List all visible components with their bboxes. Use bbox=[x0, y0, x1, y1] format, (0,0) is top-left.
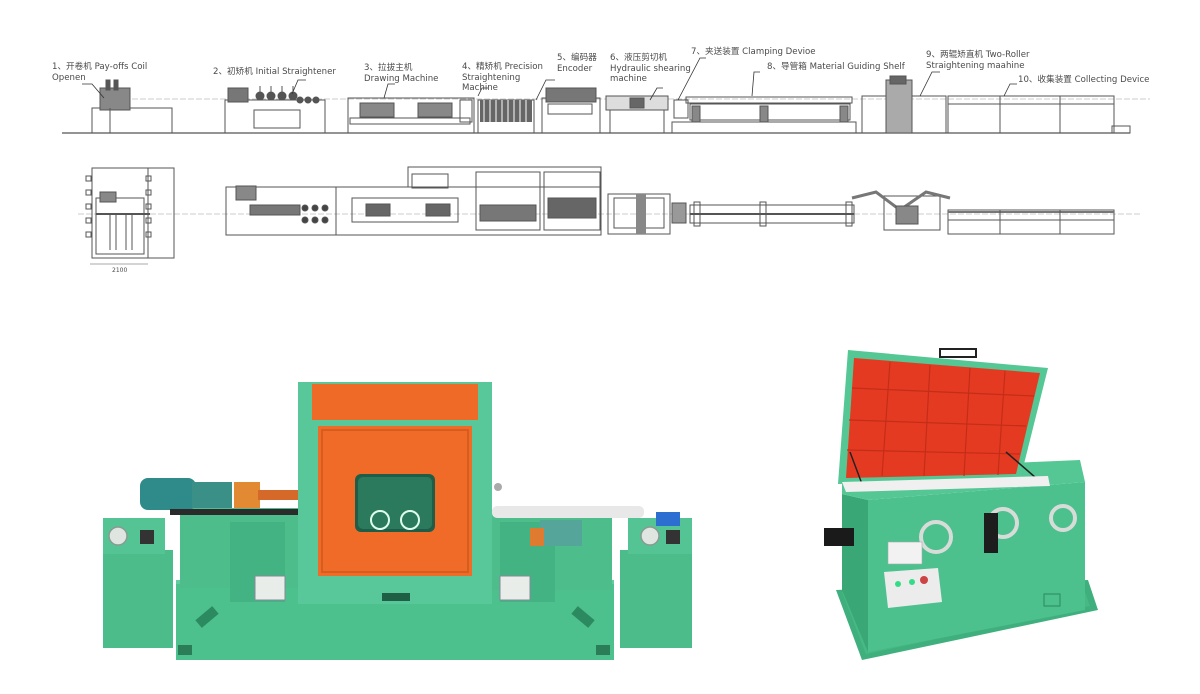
label-line: machine bbox=[610, 74, 647, 84]
label-line: Hydraulic shearing bbox=[610, 63, 691, 74]
payoff-plan bbox=[85, 167, 175, 265]
guiding-shelf-elevation bbox=[671, 96, 857, 134]
drawing-machine-elevation bbox=[347, 97, 475, 134]
drawing-machine-photo bbox=[103, 382, 692, 660]
elevation-view bbox=[62, 57, 1150, 134]
label-line: 8、导管箱 Material Guiding Shelf bbox=[767, 62, 905, 72]
payoff-coil-elevation bbox=[91, 79, 173, 134]
label-line: 7、夹送装置 Clamping Devioe bbox=[691, 47, 816, 57]
label-line: Openen bbox=[52, 72, 86, 83]
label-line: Drawing Machine bbox=[364, 73, 439, 84]
label-material-guiding-shelf: 8、导管箱 Material Guiding Shelf bbox=[767, 62, 905, 73]
label-line: 2、初矫机 Initial Straightener bbox=[213, 67, 336, 77]
label-line: 1、开卷机 Pay-offs Coil bbox=[52, 62, 148, 72]
two-roller-elevation bbox=[861, 75, 947, 134]
label-clamping-device: 7、夹送装置 Clamping Devioe bbox=[691, 47, 816, 58]
plan-view bbox=[78, 166, 1142, 265]
label-line: 9、两辊矫直机 Two-Roller bbox=[926, 50, 1030, 60]
hydraulic-shearing-elevation bbox=[605, 95, 669, 134]
label-line: 10、收集装置 Collecting Device bbox=[1018, 75, 1150, 85]
label-line: Machine bbox=[462, 83, 498, 93]
two-roller-straightener-photo bbox=[824, 348, 1098, 660]
label-line: Encoder bbox=[557, 63, 593, 74]
encoder-elevation bbox=[541, 87, 601, 134]
leader-lines bbox=[82, 57, 1017, 101]
label-initial-straightener: 2、初矫机 Initial Straightener bbox=[213, 67, 336, 78]
label-line: Straightening bbox=[462, 72, 521, 83]
label-line: Straightening maahine bbox=[926, 60, 1025, 71]
label-line: 6、液压剪切机 bbox=[610, 53, 668, 63]
initial-straightener-elevation bbox=[224, 86, 326, 134]
label-collecting-device: 10、收集装置 Collecting Device bbox=[1018, 75, 1149, 86]
precision-straightener-elevation bbox=[477, 99, 535, 134]
collecting-device-elevation bbox=[947, 95, 1131, 134]
label-line: 4、精矫机 Precision bbox=[462, 62, 543, 72]
label-line: 5、编码器 bbox=[557, 53, 597, 63]
dimension-label: 2100 bbox=[112, 266, 127, 277]
dimension-value: 2100 bbox=[112, 267, 128, 274]
label-line: 3、拉拔主机 bbox=[364, 63, 413, 73]
